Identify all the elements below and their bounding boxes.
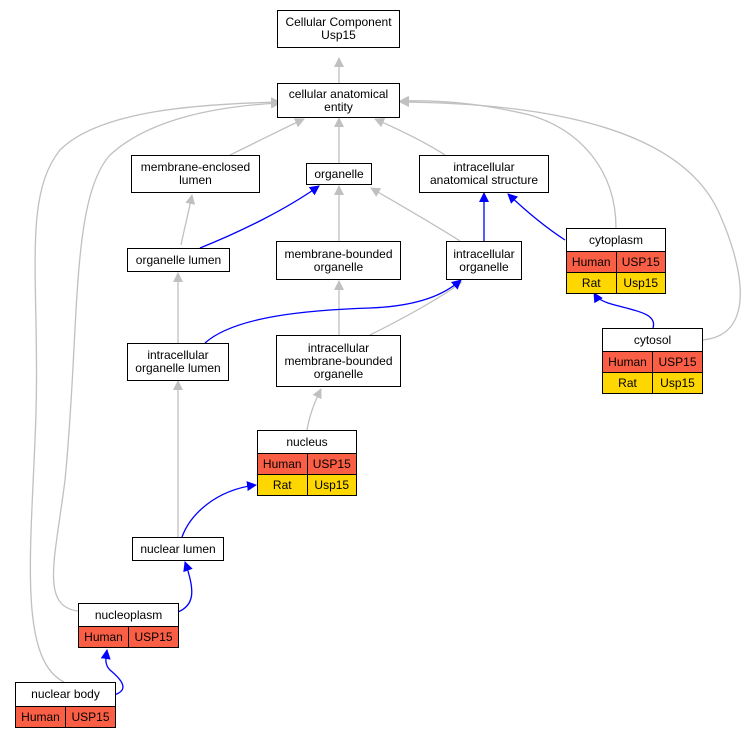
node-label: organelle lumen: [135, 252, 222, 267]
node-label: nuclear body: [31, 687, 100, 701]
edge-nucleus-imbo: [306, 388, 322, 431]
edge-nb-cae: [29, 97, 281, 683]
node-nuclear-lumen[interactable]: nuclear lumen: [132, 537, 224, 561]
gene-label: Usp15: [615, 273, 666, 293]
node-label: cellular anatomical entity: [288, 86, 389, 114]
node-organelle-lumen[interactable]: organelle lumen: [127, 248, 230, 272]
node-membrane-enclosed-lumen[interactable]: membrane-enclosed lumen: [131, 155, 260, 193]
node-label: intracellular membrane-bounded organelle: [284, 340, 393, 381]
node-intracellular-organelle-lumen[interactable]: intracellular organelle lumen: [127, 343, 229, 381]
gene-label: Usp15: [652, 373, 702, 393]
edge-nl-nucleus-part-of: [181, 481, 257, 538]
node-cellular-anatomical-entity[interactable]: cellular anatomical entity: [277, 83, 400, 118]
gene-label: USP15: [128, 627, 178, 647]
species-row-rat: Rat Usp15: [567, 272, 665, 293]
species-label: Human: [84, 630, 123, 644]
node-label: membrane-enclosed lumen: [140, 160, 251, 187]
node-label: nuclear lumen: [140, 541, 216, 556]
node-cellular-component-root[interactable]: Cellular Component Usp15: [277, 10, 400, 48]
node-label: nucleoplasm: [94, 607, 163, 622]
species-label: Human: [21, 710, 60, 724]
node-label: nucleus: [286, 434, 328, 449]
gene-label: USP15: [652, 352, 702, 372]
species-row-rat: Rat Usp15: [258, 474, 356, 495]
edge-cytosol-cae: [399, 97, 741, 341]
gene-label: USP15: [65, 707, 115, 727]
node-label: cytoplasm: [588, 232, 644, 247]
node-intracellular-organelle[interactable]: intracellular organelle: [446, 241, 522, 280]
node-intracellular-membrane-bounded-organelle[interactable]: intracellular membrane-bounded organelle: [276, 335, 401, 387]
node-label: intracellular organelle lumen: [135, 348, 221, 375]
edge-orgl-mel: [180, 194, 196, 246]
species-row-human: Human USP15: [79, 626, 178, 647]
node-label: intracellular anatomical structure: [429, 160, 539, 187]
species-label: Human: [571, 255, 611, 269]
species-label: Human: [262, 457, 302, 471]
gene-label: USP15: [306, 454, 357, 474]
species-label: Rat: [272, 478, 292, 492]
species-row-human: Human USP15: [603, 351, 702, 372]
edge-mel-cae: [229, 118, 305, 156]
node-label: cytosol: [633, 332, 672, 347]
species-row-human: Human USP15: [258, 453, 356, 474]
edge-orgl-org-part-of: [199, 185, 320, 249]
edge-cytosol-cyto-part-of: [593, 292, 655, 329]
gene-label: USP15: [615, 252, 666, 272]
species-row-human: Human USP15: [16, 706, 115, 727]
node-label: organelle: [314, 166, 364, 181]
node-label: Cellular Component Usp15: [285, 15, 392, 42]
species-label: Rat: [618, 376, 637, 390]
node-cytosol[interactable]: cytosol Human USP15 Rat Usp15: [602, 328, 703, 394]
node-nucleus[interactable]: nucleus Human USP15 Rat Usp15: [257, 430, 357, 496]
gene-label: Usp15: [306, 475, 357, 495]
edge-io-org: [370, 187, 461, 242]
node-label: membrane-bounded organelle: [284, 246, 393, 274]
node-nuclear-body[interactable]: nuclear body Human USP15: [15, 682, 116, 728]
edge-ias-cae: [374, 118, 446, 156]
edge-iol-io-part-of: [204, 279, 462, 344]
edge-cyto-ias-part-of: [507, 193, 566, 241]
edge-np-nl-part-of: [177, 561, 193, 613]
species-label: Human: [608, 355, 647, 369]
edge-np-cae: [52, 98, 281, 612]
species-label: Rat: [581, 276, 601, 290]
node-intracellular-anatomical-structure[interactable]: intracellular anatomical structure: [419, 155, 549, 193]
node-cytoplasm[interactable]: cytoplasm Human USP15 Rat Usp15: [566, 228, 666, 294]
species-row-rat: Rat Usp15: [603, 372, 702, 393]
edge-nb-np-part-of: [100, 649, 124, 696]
species-row-human: Human USP15: [567, 251, 665, 272]
node-label: intracellular organelle: [453, 246, 515, 274]
node-membrane-bounded-organelle[interactable]: membrane-bounded organelle: [276, 241, 401, 280]
node-organelle[interactable]: organelle: [306, 163, 372, 185]
node-nucleoplasm[interactable]: nucleoplasm Human USP15: [78, 603, 179, 648]
edge-cyto-cae: [399, 95, 617, 229]
edge-imbo-io: [369, 281, 463, 336]
